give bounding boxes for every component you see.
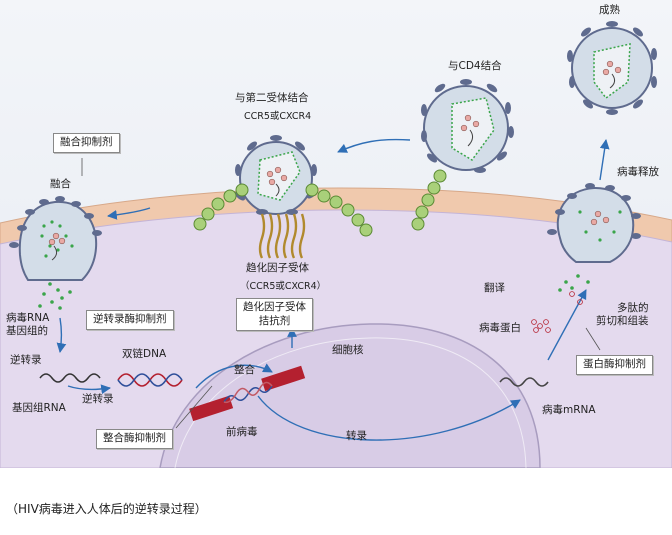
label-provirus: 前病毒 [226,426,258,438]
rt-inhibitor-box: 逆转录酶抑制剂 [86,310,174,330]
dsdna-helix [117,373,183,387]
label-chemokine-receptor: 趋化因子受体 [246,262,309,274]
integrase-inhibitor-box: 整合酶抑制剂 [96,429,173,449]
label-ccr5-cxcr4: CCR5或CXCR4 [244,111,312,122]
label-viral-mrna: 病毒mRNA [542,404,596,416]
figure-caption: （HIV病毒进入人体后的逆转录过程） [6,502,207,516]
virion-fusing [9,196,102,281]
released-rna-dots [38,282,72,310]
label-chemokine-receptor-sub: （CCR5或CXCR4） [240,281,327,292]
label-second-receptor: 与第二受体结合 [235,92,309,104]
virion-coreceptor-binding [235,135,317,215]
protease-inhibitor-box: 蛋白酶抑制剂 [576,355,653,375]
label-nucleus: 细胞核 [332,344,364,356]
chemokine-antagonist-box: 趋化因子受体 拮抗剂 [236,298,313,332]
label-viral-protein: 病毒蛋白 [479,322,521,334]
label-dsdna: 双链DNA [122,348,167,360]
label-transcription: 转录 [346,430,367,442]
virion-budding [547,183,641,263]
chemokine-receptor-coil [258,213,306,259]
label-reverse-transcription-2: 逆转录 [82,393,114,405]
virion-cd4-binding [421,79,514,173]
provirus-integration [189,365,306,422]
process-arrows [56,138,610,441]
viral-protein-dots [531,291,583,333]
label-viral-rna-genome: 病毒RNA 基因组的 [6,312,50,338]
protein-green-dots [558,274,590,292]
label-translation: 翻译 [484,282,505,294]
fusion-inhibitor-box: 融合抑制剂 [53,133,120,153]
diagram-canvas [0,0,672,468]
label-polypeptide-cleavage: 多肽的 剪切和组装 [596,302,649,328]
label-mature: 成熟 [599,4,620,16]
viral-mrna-strand [499,377,549,387]
cd4-receptor-chains [193,169,447,237]
label-fusion: 融合 [50,178,71,190]
label-reverse-transcription: 逆转录 [10,354,42,366]
label-genomic-rna: 基因组RNA [12,402,66,414]
virion-mature [567,21,657,115]
label-virus-release: 病毒释放 [617,166,659,178]
hiv-lifecycle-diagram: 成熟 与CD4结合 与第二受体结合 CCR5或CXCR4 融合 病毒释放 趋化因… [0,0,672,468]
genomic-rna-strand [39,373,101,383]
label-integration: 整合 [234,364,255,376]
label-cd4-binding: 与CD4结合 [448,60,502,72]
